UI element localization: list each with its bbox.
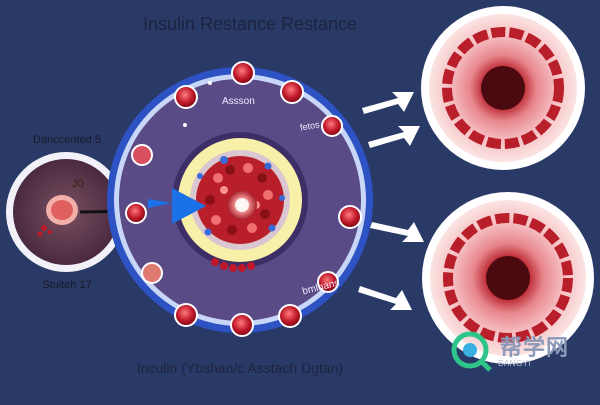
left-cell <box>6 152 126 272</box>
red-chain <box>211 258 255 272</box>
red-blood-cell <box>131 144 153 166</box>
red-blood-cell <box>230 313 254 337</box>
vessel-top-rbc-ring <box>442 27 564 149</box>
vessel-bottom-center <box>486 256 530 300</box>
arrows <box>358 92 424 310</box>
small-dot <box>183 123 187 127</box>
vessel-bottom-rbc-ring <box>443 213 573 343</box>
red-blood-cell <box>141 262 163 284</box>
blue-funnel-tip <box>148 199 172 208</box>
left-cell-particle <box>41 225 47 231</box>
red-blood-cell <box>174 85 198 109</box>
arrow-icon <box>358 286 412 310</box>
red-blood-cell <box>280 80 304 104</box>
arrow-icon <box>362 92 414 114</box>
red-blood-cell <box>125 202 147 224</box>
red-blood-cell <box>278 304 302 328</box>
vessel-top <box>421 6 585 170</box>
red-blood-cell <box>321 115 343 137</box>
watermark-text: 帮学网 <box>500 335 570 360</box>
left-cell-particle <box>37 231 43 237</box>
arrow-icon <box>368 126 420 148</box>
peripheral-cells <box>125 61 362 337</box>
cluster-particles <box>197 156 285 236</box>
red-blood-cell <box>174 303 198 327</box>
vessel-top-center <box>481 66 525 110</box>
red-blood-cell <box>338 205 362 229</box>
main-cell-label-top: Assson <box>222 96 255 107</box>
main-cell <box>107 61 373 337</box>
vessel-bottom <box>422 192 594 364</box>
arrow-icon <box>370 222 424 242</box>
blue-funnel <box>172 188 206 224</box>
diagram-title: Insulin Restance Restance <box>142 14 358 34</box>
left-cell-label-top: Danccented 5 <box>33 134 101 146</box>
diagram-caption: Inculin (Ybshan/c Asstach Dgtan) <box>136 360 344 376</box>
watermark-logo-icon <box>451 331 492 372</box>
left-cell-nucleus-core <box>51 200 73 220</box>
left-cell-particle <box>48 230 52 234</box>
red-blood-cell <box>231 61 255 85</box>
left-cell-inner-label: J0 <box>72 178 84 190</box>
red-blood-cell <box>317 271 339 293</box>
watermark-subtext: BANGYI <box>498 359 532 368</box>
core-highlight <box>235 198 249 212</box>
small-dot <box>208 81 212 85</box>
left-cell-label-bottom: Stuiteh 17 <box>42 279 92 291</box>
